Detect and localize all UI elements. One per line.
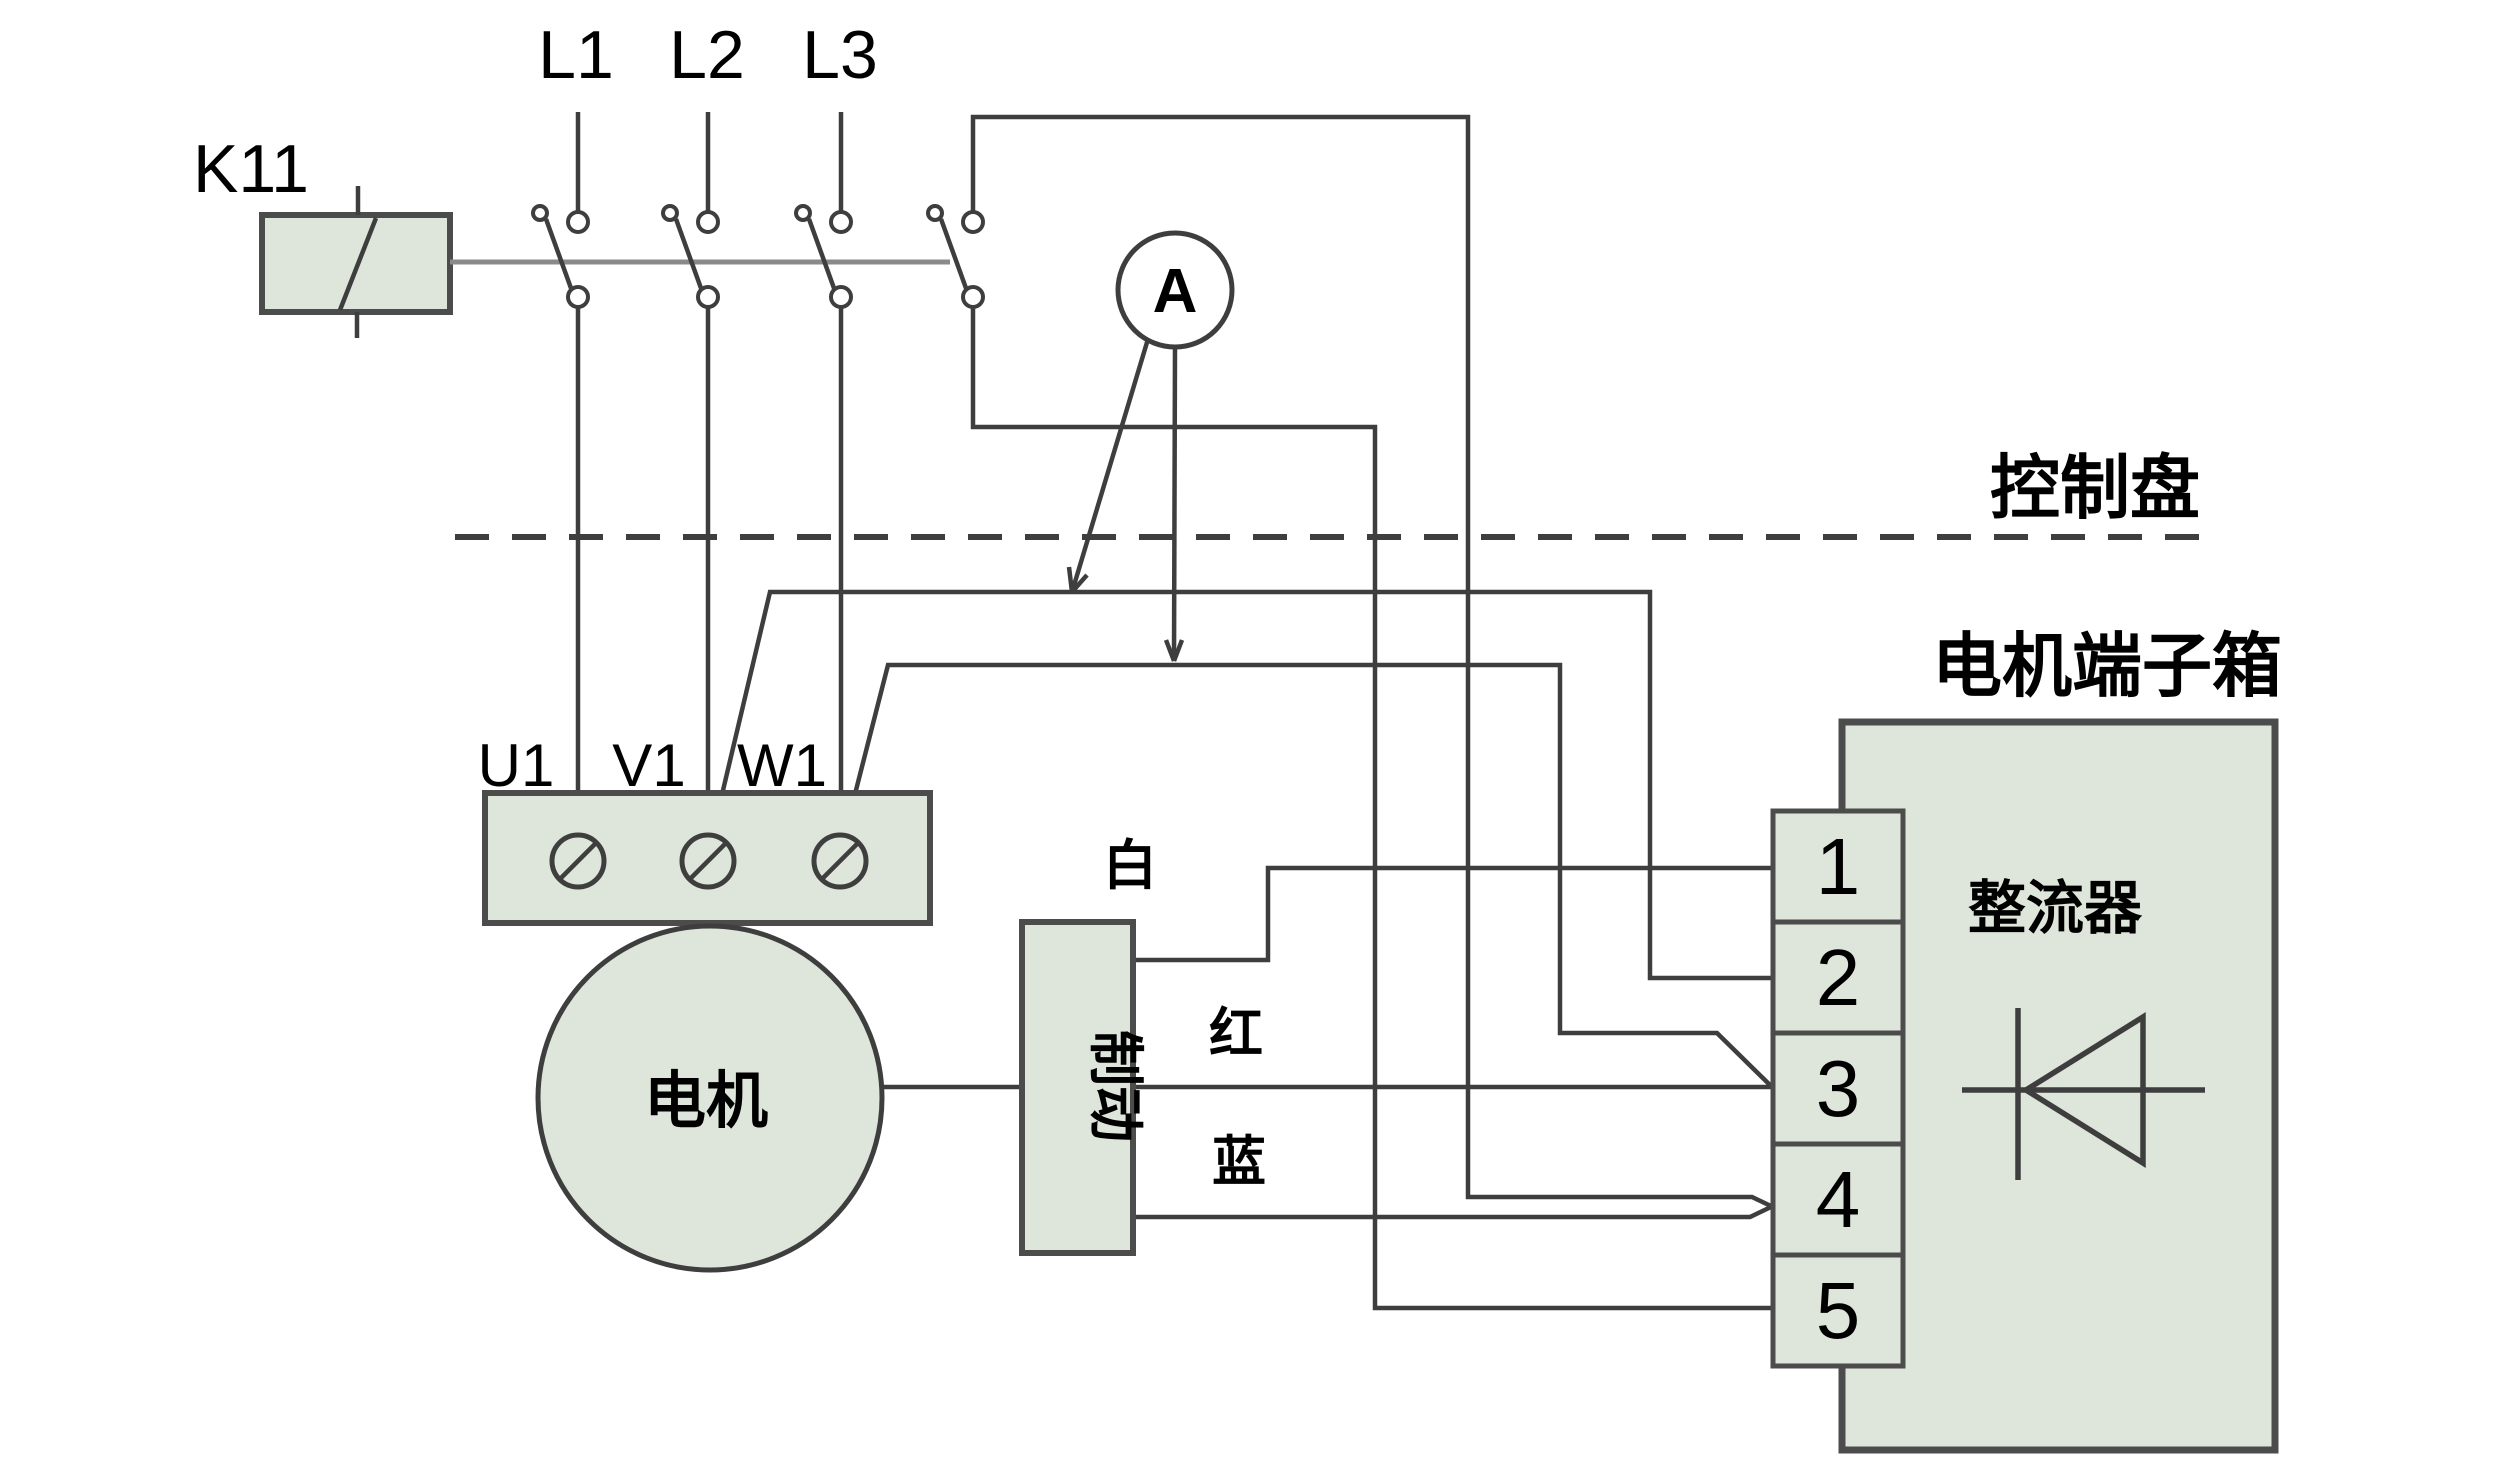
terminal-1-number: 1 <box>1816 822 1861 911</box>
terminal-cell-5: 5 <box>1770 1252 1906 1369</box>
terminal-w1-label: W1 <box>737 732 827 799</box>
wire-v1-to-terminal2 <box>708 589 1773 981</box>
contactor-label: K11 <box>193 131 309 207</box>
switch1-bottom-contact <box>566 285 590 309</box>
terminal-cell-2: 2 <box>1770 919 1906 1036</box>
switch-pole-4 <box>926 204 985 309</box>
terminal-v1-label: V1 <box>612 732 685 799</box>
terminal-cell-1: 1 <box>1770 808 1906 925</box>
switch2-blade <box>673 218 705 292</box>
motor-label: 电机 <box>644 1067 768 1136</box>
wire-white-label: 白 <box>1103 836 1157 896</box>
switch1-blade <box>543 218 575 292</box>
switch1-blade-hook <box>531 204 549 222</box>
brake-body <box>1019 919 1136 1256</box>
rectifier-label: 整流器 <box>1968 876 2143 941</box>
wire-switch4-top-to-terminal4 <box>970 114 1774 1210</box>
brake-label: 制动 <box>1084 1030 1147 1142</box>
switch4-bottom-contact <box>961 285 985 309</box>
switch2-top-contact <box>696 210 720 234</box>
switch3-blade-hook <box>794 204 812 222</box>
wires <box>575 112 1775 1311</box>
switch2-bottom-contact <box>696 285 720 309</box>
screw-terminal-w1 <box>811 832 869 890</box>
terminal-cell-3: 3 <box>1770 1030 1906 1147</box>
wire-blue-label: 蓝 <box>1212 1132 1266 1192</box>
wire-switch4-bottom-to-terminal5 <box>970 307 1773 1311</box>
terminal-u1-label: U1 <box>478 732 555 799</box>
supply-phase-labels: L1 L2 L3 <box>538 17 878 93</box>
terminal-4-number: 4 <box>1816 1155 1861 1244</box>
terminal-5-number: 5 <box>1816 1266 1861 1355</box>
ammeter-arrow-to-v1-wire <box>1066 338 1151 594</box>
switch-pole-2 <box>661 204 720 309</box>
ammeter-label: A <box>1153 257 1198 326</box>
wire-blue-brake-to-terminal4 <box>1133 1203 1774 1220</box>
thyristor-symbol <box>1962 1008 2205 1180</box>
switch1-top-contact <box>566 210 590 234</box>
screw-terminal-u1 <box>549 832 607 890</box>
contactor-k11: K11 <box>193 131 453 338</box>
brake: 制动 <box>1019 919 1147 1256</box>
switch3-bottom-contact <box>829 285 853 309</box>
wire-color-labels: 白 红 蓝 <box>1103 836 1266 1192</box>
terminal-2-number: 2 <box>1816 933 1861 1022</box>
motor-body <box>535 923 885 1273</box>
phase-l2-label: L2 <box>669 17 745 93</box>
wire-white-brake-to-terminal1 <box>1133 865 1773 963</box>
switch4-blade-hook <box>926 204 944 222</box>
switch3-top-contact <box>829 210 853 234</box>
switch-pole-1 <box>531 204 590 309</box>
switch2-blade-hook <box>661 204 679 222</box>
phase-l3-label: L3 <box>802 17 878 93</box>
terminal-cell-4: 4 <box>1770 1141 1906 1258</box>
switch-pole-3 <box>794 204 853 309</box>
switch3-blade <box>806 218 838 292</box>
rectifier: 整流器 <box>1838 718 2279 1454</box>
ammeter-arrow-to-w1-wire <box>1163 346 1185 662</box>
panel-boundary: 控制盘 电机端子箱 <box>455 449 2282 705</box>
phase-l1-label: L1 <box>538 17 614 93</box>
terminal-3-number: 3 <box>1816 1044 1861 1133</box>
motor-terminal-block: U1 V1 W1 <box>478 732 933 926</box>
thyristor-triangle <box>2020 1012 2146 1168</box>
ammeter: A <box>1066 230 1235 662</box>
contactor-switch-poles <box>450 204 985 309</box>
switch4-blade <box>938 218 970 292</box>
switch4-top-contact <box>961 210 985 234</box>
terminal-strip: 1 2 3 4 5 <box>1770 808 1906 1369</box>
region-label-control-panel: 控制盘 <box>1990 449 2200 527</box>
screw-terminal-v1 <box>679 832 737 890</box>
region-label-motor-terminal-box: 电机端子箱 <box>1932 627 2282 705</box>
contactor-actuator-slash <box>337 217 379 311</box>
wire-w1-to-terminal3 <box>840 662 1775 1090</box>
rectifier-body <box>1838 718 2279 1454</box>
wire-red-label: 红 <box>1209 1004 1263 1064</box>
motor: 电机 <box>535 923 885 1273</box>
